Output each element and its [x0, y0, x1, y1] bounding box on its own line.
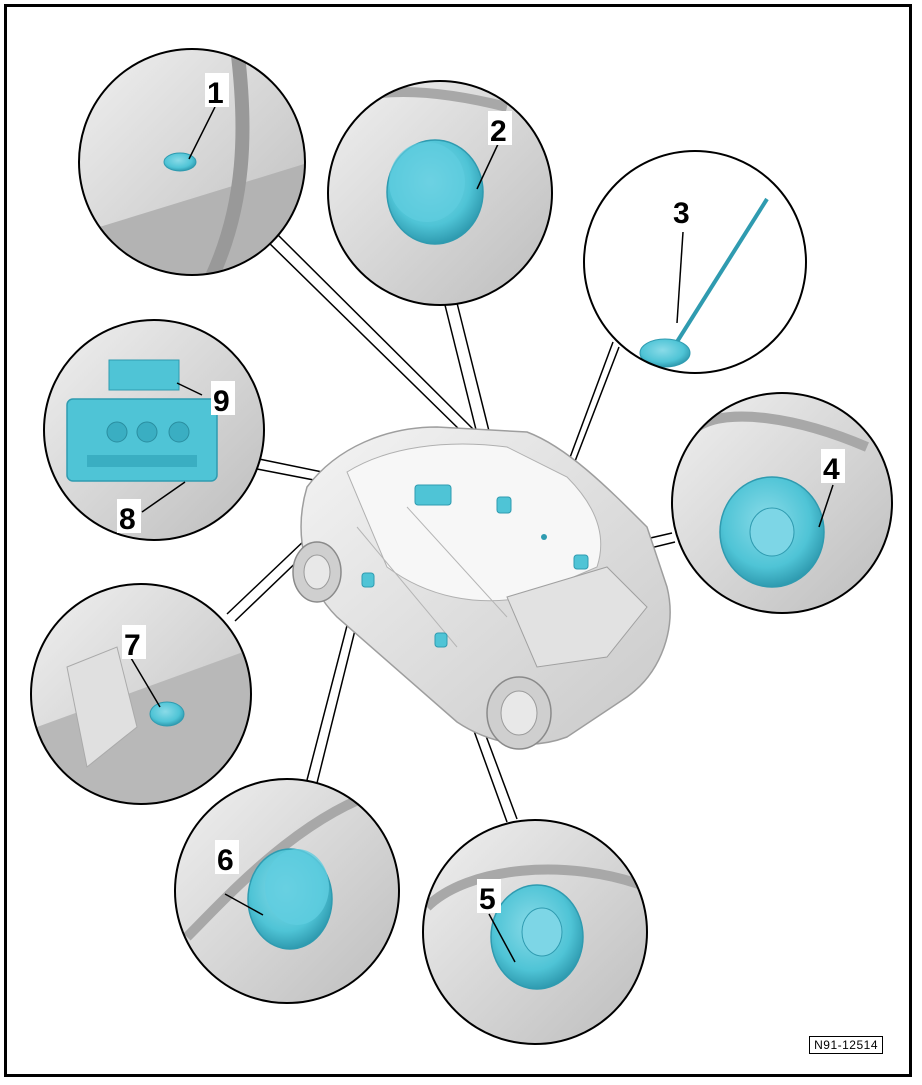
detail-circle-7: [30, 583, 252, 805]
callout-3: 3: [673, 197, 690, 230]
callout-7: 7: [124, 629, 141, 662]
callout-8: 8: [119, 503, 136, 536]
detail-circle-3: [583, 150, 807, 374]
parts-diagram: 1 2 3 4 5 6 7 8 9: [30, 48, 893, 1045]
detail-circle-8: [43, 319, 265, 541]
callout-1: 1: [207, 77, 224, 110]
callout-leaders: [130, 106, 834, 963]
callout-4: 4: [823, 453, 840, 486]
diagram-frame: 1 2 3 4 5 6 7 8 9 N91-12514: [4, 4, 912, 1077]
detail-circle-2: [327, 80, 553, 306]
callout-9: 9: [213, 385, 230, 418]
callout-6: 6: [217, 844, 234, 877]
callout-labels: 1 2 3 4 5 6 7 8 9: [117, 73, 845, 916]
detail-circle-1: [78, 48, 306, 276]
detail-circle-6: [174, 778, 400, 1004]
detail-circle-4: [671, 392, 893, 614]
figure-reference-label: N91-12514: [809, 1036, 883, 1054]
callout-5: 5: [479, 883, 496, 916]
detail-circle-5: [422, 819, 648, 1045]
car-illustration: [292, 426, 671, 750]
callout-2: 2: [490, 115, 507, 148]
